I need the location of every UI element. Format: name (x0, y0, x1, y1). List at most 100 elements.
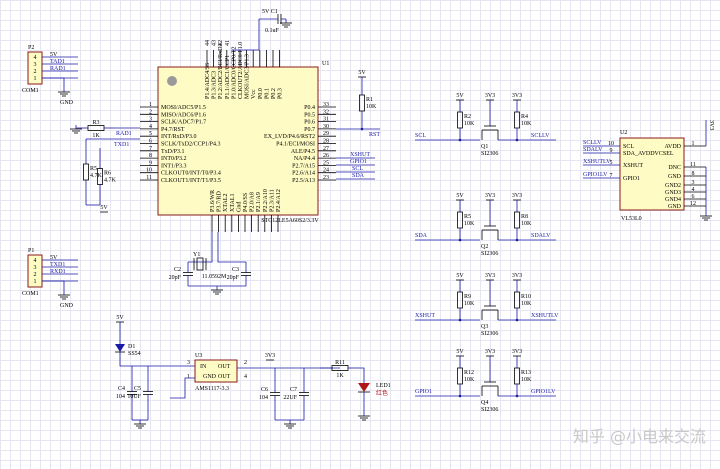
level-shifter-4-lv: 3V3 (485, 349, 495, 355)
connector-p1-gnd-label: GND (60, 303, 74, 309)
regulator-ref: U3 (195, 353, 202, 359)
sensor-net: SDALV (583, 147, 603, 153)
reg-in-wire (119, 352, 195, 367)
level-shifter-2-lv2: 3V3 (512, 193, 522, 199)
mcu-top-pin-name: P1.0/ADC0/CCP0/T2 (231, 46, 237, 99)
mcu-left-pin-num: 1 (149, 102, 152, 108)
resistor-ref: R9 (464, 294, 471, 300)
level-shifter-4-net-out: GPIO1LV (531, 389, 556, 395)
resistor-value: 10K (464, 121, 475, 127)
mcu-left-pin-name: CLKOUT0/INT/T0/P3.4 (161, 171, 221, 177)
resistor-ref: R3 (92, 120, 99, 126)
connector-p2-pin-num: 4 (34, 55, 37, 61)
resistor-ref: R8 (521, 214, 528, 220)
resistor-ref: R2 (464, 114, 471, 120)
mcu-right-pin-name: P0.4 (304, 105, 315, 111)
mcu-bottom-pin-name: P4.0/SS (243, 193, 249, 212)
resistor-value: 10K (464, 221, 475, 227)
level-shifter-2-net-in: SDA (415, 233, 428, 239)
mcu-right-pin-name: P0.5 (304, 112, 315, 118)
mcu-right-pin-name: ALE/P4.5 (291, 149, 315, 155)
resistor-ref: R5 (464, 214, 471, 220)
connector-p1-pin-num: 1 (34, 279, 37, 285)
mcu-top-pin-num: 42 (218, 40, 224, 46)
sensor-left-pin-name: XSHUT (623, 163, 643, 169)
mcu-top-pin-name: P0.2 (271, 88, 277, 99)
level-shifter-2-part: SI2306 (481, 251, 498, 257)
regulator-pin-in: IN (200, 364, 207, 370)
led-wire (360, 367, 365, 383)
resistor-ref: R13 (521, 370, 531, 376)
level-shifter-4-part: SI2306 (481, 407, 498, 413)
level-shifter-3-part: SI2306 (481, 331, 498, 337)
reg-supply: 5V (116, 315, 124, 321)
mcu-right-pin-num: 25 (323, 160, 329, 166)
level-shifter-1-lv: 3V3 (485, 93, 495, 99)
crystal-y1 (196, 257, 204, 271)
sensor-left-pin-num: 5 (610, 160, 613, 166)
connector-p1-pin-num: 3 (34, 265, 37, 271)
sensor-left-pin-name: GPIO1 (623, 176, 640, 182)
sensor-left-pin-name: SCL (623, 144, 634, 150)
regulator-pin-num: 4 (244, 374, 247, 380)
level-shifter-2-q-ref: Q2 (481, 244, 488, 250)
vcc-wire (232, 19, 260, 51)
level-shifter-3-net-in: XSHUT (415, 313, 435, 319)
level-shifter-3-q-ref: Q3 (481, 324, 488, 330)
mcu-right-pin-num: 23 (323, 175, 329, 181)
mcu-right-pin-num: 31 (323, 117, 329, 123)
mcu-bottom-pin-name: P2.1/A9 (256, 192, 262, 212)
led-1 (358, 383, 370, 392)
capacitor-ref: C7 (290, 387, 297, 393)
mcu-right-pin-num: 29 (323, 131, 329, 137)
connector-p2-net: 5V (50, 52, 58, 58)
regulator-part: AMS1117-3.3 (195, 386, 229, 392)
mcu-right-pin-name: P4.1/ECI/MOSI (276, 142, 315, 148)
c1-value: 0.1uF (265, 28, 280, 34)
level-shifter-4-r-a (457, 367, 463, 385)
sensor-left-pin-num: 9 (610, 148, 613, 154)
sensor-net: SCLLV (583, 140, 602, 146)
sensor-right-pin-num: 4 (692, 187, 695, 193)
level-shifter-1-net-in: SCL (415, 133, 426, 139)
sensor-left-pin-num: 10 (608, 141, 614, 147)
r1-resistor (359, 94, 365, 112)
level-shifter-1-r-b (514, 111, 520, 129)
level-shifter-2-net-out: SDALV (531, 233, 551, 239)
mcu-left-pin-num: 3 (149, 117, 152, 123)
connector-p1-body (27, 254, 43, 288)
r5-resistor (83, 163, 89, 181)
capacitor-value: 20pF (169, 275, 182, 281)
level-shifter-1-lv2: 3V3 (512, 93, 522, 99)
net-label-xshut: XSHUT (350, 152, 370, 158)
capacitor-value: 20pF (227, 275, 240, 281)
junction-dot (360, 127, 364, 131)
mcu-left-pin-num: 5 (149, 131, 152, 137)
connector-p1-gnd-wire (42, 280, 65, 291)
connector-p1-pin-num: 4 (34, 258, 37, 264)
capacitor-ref: C2 (174, 267, 181, 273)
level-shifter-4-hv: 5V (456, 349, 464, 355)
connector-p2-pin-num: 1 (34, 76, 37, 82)
resistor-ref: R12 (464, 370, 474, 376)
mcu-top-pin-name: MOSI/ADC3/P1.3 (245, 54, 251, 99)
mcu-left-pin-num: 7 (149, 146, 152, 152)
resistor-ref: R5 (90, 166, 97, 172)
sensor-right-pin-name: GND (668, 174, 682, 180)
reg-gnd-wire (170, 377, 195, 399)
sensor-body (619, 137, 685, 211)
mcu-right-pin-name: P0.6 (304, 120, 315, 126)
sensor-right-pin-name: GND2 (665, 183, 681, 189)
pin1-marker (167, 76, 177, 86)
resistor-value: 4.7K (90, 173, 103, 179)
mcu-top-pin-name: P1.3/ADC3 (212, 71, 218, 99)
net-label-sda: SDA (352, 173, 365, 179)
net-label-gpio1: GPIO1 (350, 159, 367, 165)
xtal-wire (188, 232, 213, 263)
connector-p1-name: COM1 (22, 291, 39, 297)
mcu-top-pin-num: 44 (205, 40, 211, 46)
connector-p2-gnd-label: GND (60, 100, 74, 106)
mcu-bottom-pin-name: P3.6/WR (210, 190, 216, 212)
regulator-pin-num: 3 (187, 360, 190, 366)
